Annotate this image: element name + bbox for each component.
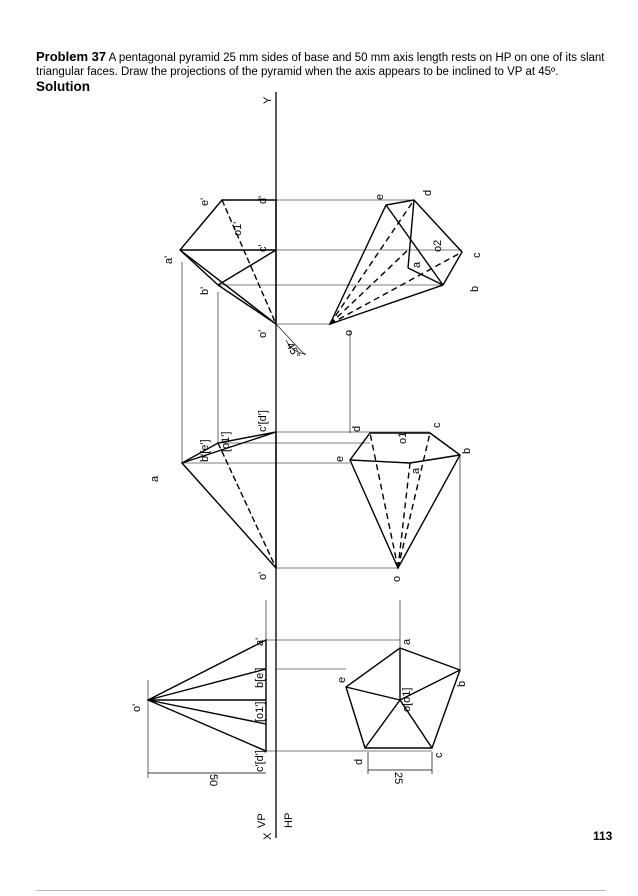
view3-plan <box>328 199 463 326</box>
v3-o1: o1' <box>232 222 244 236</box>
v3-a-plan: a <box>411 261 423 268</box>
v3-o2: o2 <box>432 240 444 252</box>
view1-dimensions <box>148 752 433 774</box>
v1-o1: [o1'] <box>254 702 266 722</box>
view3-labels: a' e' b' o1' c' d' o' 45° e d a o2 c b o <box>163 190 483 361</box>
v1-e: e <box>336 677 348 683</box>
bottom-rule <box>36 890 606 891</box>
v2-d: d <box>351 426 363 432</box>
v3-o: o' <box>257 330 269 338</box>
angle-arc <box>285 339 307 355</box>
solution-heading: Solution <box>36 79 90 94</box>
v2-o-plan: o <box>391 576 403 582</box>
v2-o1-plan: o1 <box>397 432 409 444</box>
v3-angle: 45° <box>283 341 302 361</box>
v1-a: a' <box>254 638 266 646</box>
v1-dim-50: 50 <box>207 774 219 786</box>
view2-plan <box>349 432 461 570</box>
v3-b-plan: b <box>469 286 481 292</box>
vp-label: VP <box>256 813 268 828</box>
v1-b-e: b[e'] <box>254 668 266 688</box>
v1-a-plan: a <box>401 638 413 645</box>
xy-labels: Y X VP HP <box>256 96 295 840</box>
v1-dim-25: 25 <box>392 772 404 784</box>
view1-labels: o' c'[d'] [o1'] b[e'] a' 50 25 e d o[o1]… <box>131 638 468 786</box>
v2-o1: [o1'] <box>220 432 232 452</box>
v3-c-plan: c <box>471 252 483 258</box>
v3-d: d' <box>257 196 269 204</box>
problem-label: Problem 37 <box>36 49 107 64</box>
view3-elevation <box>178 199 277 326</box>
v3-c: c' <box>257 244 269 252</box>
v2-b-e: b'[e'] <box>199 439 211 462</box>
v2-c: c <box>431 422 443 428</box>
v2-o: o' <box>257 572 269 580</box>
v2-b: b <box>461 448 473 454</box>
problem-statement: Problem 37 A pentagonal pyramid 25 mm si… <box>36 50 616 79</box>
v2-a-plan: a <box>410 467 422 474</box>
v3-o-plan: o <box>343 330 355 336</box>
v1-o-o1: o[o1] <box>401 688 413 712</box>
v3-e-plan: e <box>374 194 386 200</box>
v3-d-plan: d <box>422 190 434 196</box>
view2-labels: a b'[e'] [o1'] c'[d'] o' e d o1 a c b o <box>149 410 473 582</box>
v2-a: a <box>149 475 161 482</box>
view1-plan <box>345 647 461 749</box>
v2-e: e <box>334 456 346 462</box>
view1-projectors <box>147 639 432 778</box>
view3-projectors <box>180 199 462 463</box>
view1-elevation <box>146 638 267 753</box>
v1-o-top: o' <box>131 704 143 712</box>
y-label: Y <box>262 96 274 104</box>
v1-d: d <box>353 759 365 765</box>
v3-a: a' <box>163 256 175 264</box>
hp-label: HP <box>283 813 295 828</box>
v3-b: b' <box>199 287 211 295</box>
view2-projectors <box>147 431 461 700</box>
v1-c-d: c'[d'] <box>254 750 266 772</box>
x-label: X <box>262 832 274 840</box>
v1-b: b <box>456 681 468 687</box>
page-number: 113 <box>593 829 613 843</box>
problem-text: A pentagonal pyramid 25 mm sides of base… <box>36 52 605 78</box>
v2-c-d: c'[d'] <box>257 410 269 432</box>
v3-e: e' <box>199 198 211 206</box>
v1-c: c <box>433 752 445 758</box>
